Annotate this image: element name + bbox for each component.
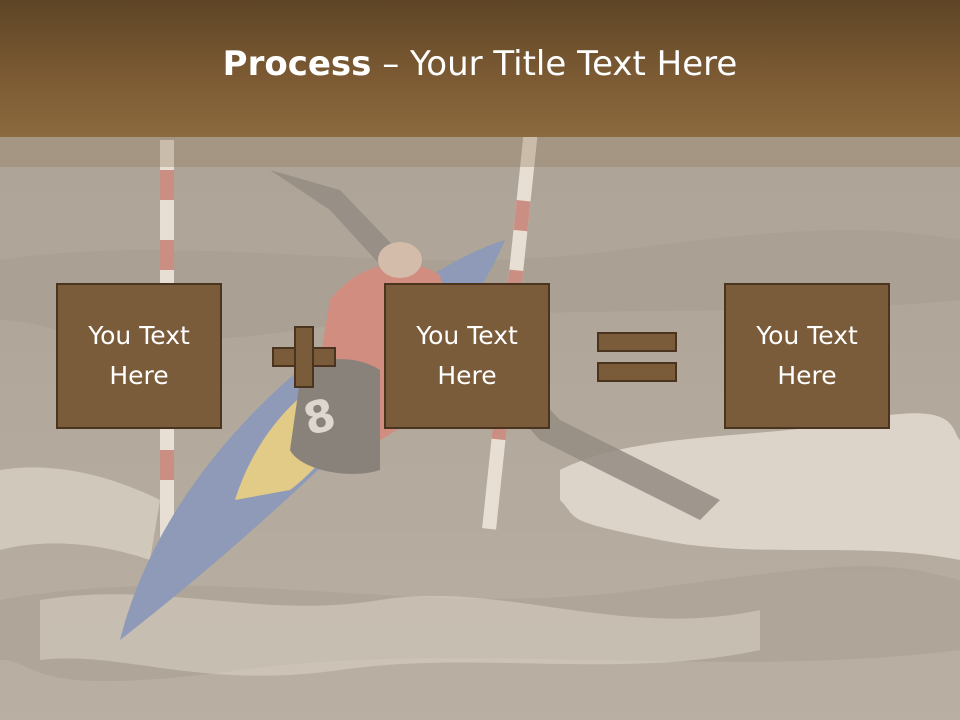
process-box-1-line1: You Text [88, 321, 190, 350]
equals-bottom-bar [597, 362, 677, 382]
title-bar-shadow [0, 137, 960, 167]
process-box-3[interactable]: You Text Here [724, 283, 890, 429]
equals-top-bar [597, 332, 677, 352]
title-rest: Your Title Text Here [410, 43, 738, 84]
equals-icon [597, 332, 677, 384]
process-box-3-text: You Text Here [747, 316, 867, 396]
slide-title[interactable]: Process – Your Title Text Here [223, 44, 738, 84]
process-box-2-line2: Here [437, 361, 497, 390]
process-box-2[interactable]: You Text Here [384, 283, 550, 429]
process-box-1-line2: Here [109, 361, 169, 390]
title-bar: Process – Your Title Text Here [0, 0, 960, 137]
process-box-1-text: You Text Here [79, 316, 199, 396]
title-separator: – [371, 43, 411, 84]
process-box-3-line1: You Text [756, 321, 858, 350]
process-box-1[interactable]: You Text Here [56, 283, 222, 429]
plus-icon [272, 326, 336, 388]
process-box-2-text: You Text Here [407, 316, 527, 396]
process-box-2-line1: You Text [416, 321, 518, 350]
title-bold: Process [222, 43, 372, 84]
plus-center-fill [296, 349, 312, 365]
process-box-3-line2: Here [777, 361, 837, 390]
